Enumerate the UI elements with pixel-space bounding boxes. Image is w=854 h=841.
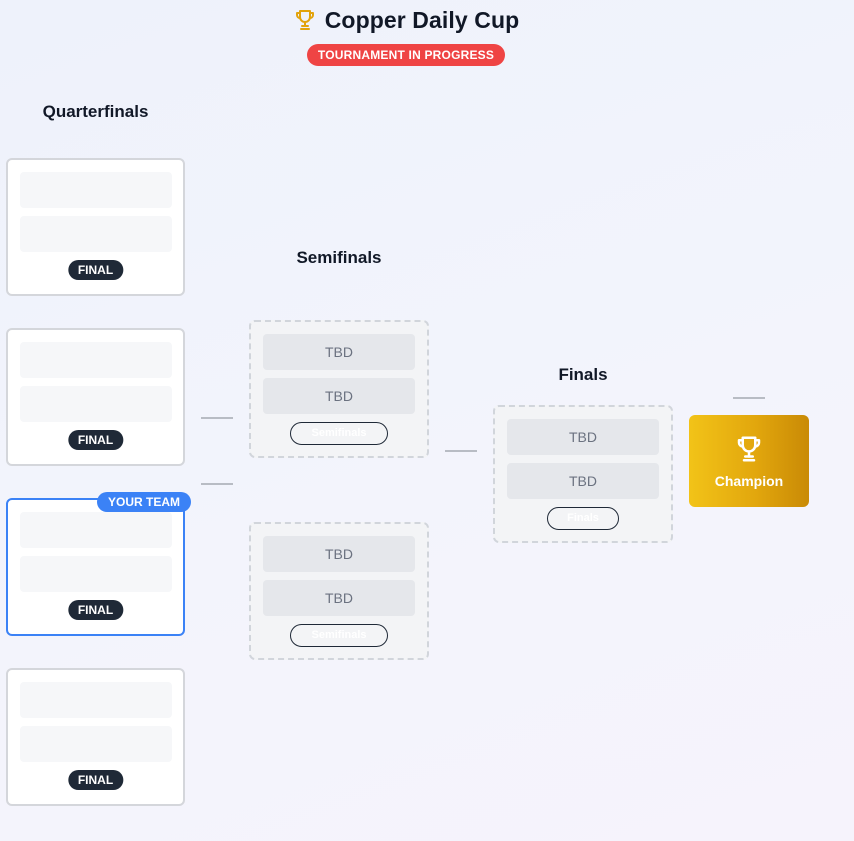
match-status-badge: FINAL <box>67 600 124 620</box>
team-slot: TBD <box>507 463 659 499</box>
team-slot: TBD <box>263 536 415 572</box>
trophy-icon <box>295 10 314 30</box>
quarterfinal-match-4[interactable]: FINAL <box>6 668 185 806</box>
finals-match[interactable]: TBD TBD Finals <box>493 405 673 543</box>
round-title-semifinals: Semifinals <box>296 248 382 267</box>
team-slot: TBD <box>263 334 415 370</box>
team-slot <box>20 726 172 762</box>
team-slot: TBD <box>507 419 659 455</box>
bracket-connector <box>445 450 477 452</box>
title-row: Copper Daily Cup <box>293 6 520 34</box>
team-slot: TBD <box>263 378 415 414</box>
match-status-badge: FINAL <box>67 430 124 450</box>
match-status-badge: FINAL <box>67 770 124 790</box>
bracket-connector <box>733 397 765 399</box>
team-slot <box>20 216 172 252</box>
team-slot <box>20 556 172 592</box>
quarterfinal-match-3[interactable]: YOUR TEAM FINAL <box>6 492 191 636</box>
trophy-icon <box>737 436 761 462</box>
quarterfinal-match-2[interactable]: FINAL <box>6 328 185 466</box>
team-slot <box>20 682 172 718</box>
champion-label: Champion <box>714 473 784 489</box>
team-slot <box>20 342 172 378</box>
tournament-header: Copper Daily Cup TOURNAMENT IN PROGRESS <box>0 6 812 66</box>
champion-card[interactable]: Champion <box>689 415 809 507</box>
team-slot <box>20 172 172 208</box>
your-team-badge: YOUR TEAM <box>97 492 191 512</box>
round-title-finals: Finals <box>558 365 608 384</box>
match-status-badge: FINAL <box>67 260 124 280</box>
round-label-pill: Semifinals <box>290 624 388 647</box>
bracket-connector <box>201 483 233 485</box>
team-slot: TBD <box>263 580 415 616</box>
page-title: Copper Daily Cup <box>324 6 520 33</box>
round-label-pill: Finals <box>547 507 619 530</box>
semifinal-match-2[interactable]: TBD TBD Semifinals <box>249 522 429 660</box>
team-slot <box>20 386 172 422</box>
quarterfinal-match-1[interactable]: FINAL <box>6 158 185 296</box>
status-badge: TOURNAMENT IN PROGRESS <box>306 44 506 66</box>
round-label-pill: Semifinals <box>290 422 388 445</box>
bracket-connector <box>201 417 233 419</box>
semifinal-match-1[interactable]: TBD TBD Semifinals <box>249 320 429 458</box>
team-slot <box>20 512 172 548</box>
round-title-quarterfinals: Quarterfinals <box>42 102 149 121</box>
